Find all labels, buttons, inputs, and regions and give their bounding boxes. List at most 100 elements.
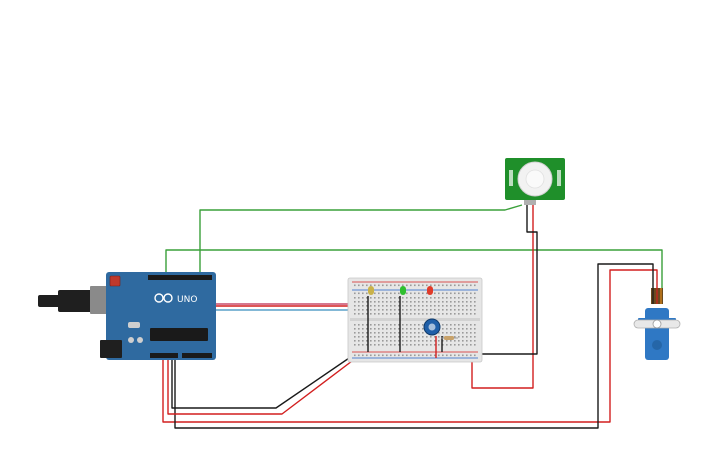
resistor[interactable] (441, 336, 458, 340)
breadboard-hole (422, 354, 424, 357)
breadboard-hole (466, 328, 468, 330)
breadboard-hole (354, 313, 356, 315)
breadboard-hole (386, 309, 388, 311)
wire-servo-power[interactable] (162, 269, 658, 423)
breadboard-hole (354, 324, 356, 326)
breadboard-hole (418, 324, 420, 326)
breadboard-hole (418, 292, 420, 295)
breadboard-hole (434, 336, 436, 338)
breadboard-hole (426, 305, 428, 307)
breadboard-hole (362, 297, 364, 299)
breadboard-hole (358, 332, 360, 334)
breadboard-hole (442, 332, 444, 334)
breadboard-hole (454, 301, 456, 303)
breadboard-hole (438, 336, 440, 338)
pir-motion-sensor[interactable] (505, 158, 565, 205)
breadboard-hole (398, 344, 400, 346)
breadboard-hole (378, 305, 380, 307)
breadboard-hole (462, 340, 464, 342)
wire-servo-ground[interactable] (174, 263, 654, 429)
breadboard-hole (418, 305, 420, 307)
breadboard-hole (474, 328, 476, 330)
breadboard-hole (454, 297, 456, 299)
breadboard-hole (450, 292, 452, 295)
breadboard-hole (466, 284, 468, 287)
breadboard-hole (438, 292, 440, 295)
wire-arduino-to-pir[interactable] (199, 204, 523, 278)
breadboard-hole (402, 313, 404, 315)
breadboard-hole (358, 354, 360, 357)
breadboard-hole (454, 344, 456, 346)
breadboard-hole (382, 354, 384, 357)
breadboard-hole (446, 354, 448, 357)
breadboard-hole (446, 292, 448, 295)
breadboard-hole (398, 324, 400, 326)
analog-pin-header[interactable] (182, 353, 212, 358)
breadboard-hole (474, 297, 476, 299)
breadboard-hole (378, 309, 380, 311)
digital-pin-header[interactable] (148, 275, 212, 280)
breadboard-hole (362, 324, 364, 326)
servo-motor[interactable] (633, 288, 681, 360)
usb-cable-connector (58, 290, 92, 312)
breadboard-hole (382, 305, 384, 307)
breadboard-hole (474, 284, 476, 287)
breadboard-hole (446, 324, 448, 326)
wire-arduino-gnd-to-breadboard[interactable] (171, 353, 356, 409)
breadboard-hole (446, 340, 448, 342)
breadboard-hole (366, 305, 368, 307)
breadboard-hole (378, 292, 380, 295)
breadboard-hole (414, 297, 416, 299)
breadboard-hole (454, 336, 456, 338)
wire-arduino-to-servo-signal[interactable] (165, 249, 663, 290)
breadboard-hole (374, 305, 376, 307)
breadboard-hole (434, 313, 436, 315)
breadboard-hole (386, 297, 388, 299)
reset-button[interactable] (109, 275, 121, 287)
breadboard-hole (434, 340, 436, 342)
breadboard-hole (406, 324, 408, 326)
breadboard-hole (354, 336, 356, 338)
led-red[interactable] (427, 286, 433, 295)
breadboard-hole (382, 324, 384, 326)
power-pin-header[interactable] (150, 353, 178, 358)
wire-pir-power[interactable] (471, 205, 534, 389)
led-yellow[interactable] (368, 286, 374, 295)
servo-horn-icon[interactable] (633, 319, 681, 329)
breadboard-hole (474, 313, 476, 315)
breadboard-hole (442, 340, 444, 342)
breadboard-hole (366, 324, 368, 326)
breadboard-hole (474, 292, 476, 295)
breadboard-hole (418, 344, 420, 346)
breadboard-hole (466, 336, 468, 338)
pir-side-marks-right (557, 170, 561, 186)
wire-pir-ground[interactable] (478, 205, 538, 355)
breadboard-hole (470, 309, 472, 311)
breadboard-hole (362, 328, 364, 330)
breadboard-hole (450, 305, 452, 307)
breadboard-hole (354, 301, 356, 303)
led-green[interactable] (400, 286, 406, 295)
breadboard-hole (442, 284, 444, 287)
arduino-uno-board[interactable]: UNO (38, 272, 216, 360)
breadboard-hole (410, 328, 412, 330)
breadboard-hole (394, 324, 396, 326)
breadboard-hole (374, 336, 376, 338)
breadboard-hole (422, 284, 424, 287)
breadboard-hole (370, 354, 372, 357)
breadboard-hole (470, 313, 472, 315)
breadboard-hole (394, 336, 396, 338)
breadboard-hole (426, 309, 428, 311)
wire-arduino-5v-to-breadboard[interactable] (167, 357, 357, 415)
breadboard-hole (378, 324, 380, 326)
breadboard-hole (446, 301, 448, 303)
breadboard-hole (414, 336, 416, 338)
breadboard-hole (398, 305, 400, 307)
potentiometer[interactable] (423, 318, 441, 336)
breadboard-hole (462, 332, 464, 334)
breadboard-hole (394, 340, 396, 342)
breadboard-hole (446, 332, 448, 334)
breadboard-hole (430, 354, 432, 357)
breadboard[interactable] (347, 277, 483, 363)
breadboard-hole (430, 313, 432, 315)
